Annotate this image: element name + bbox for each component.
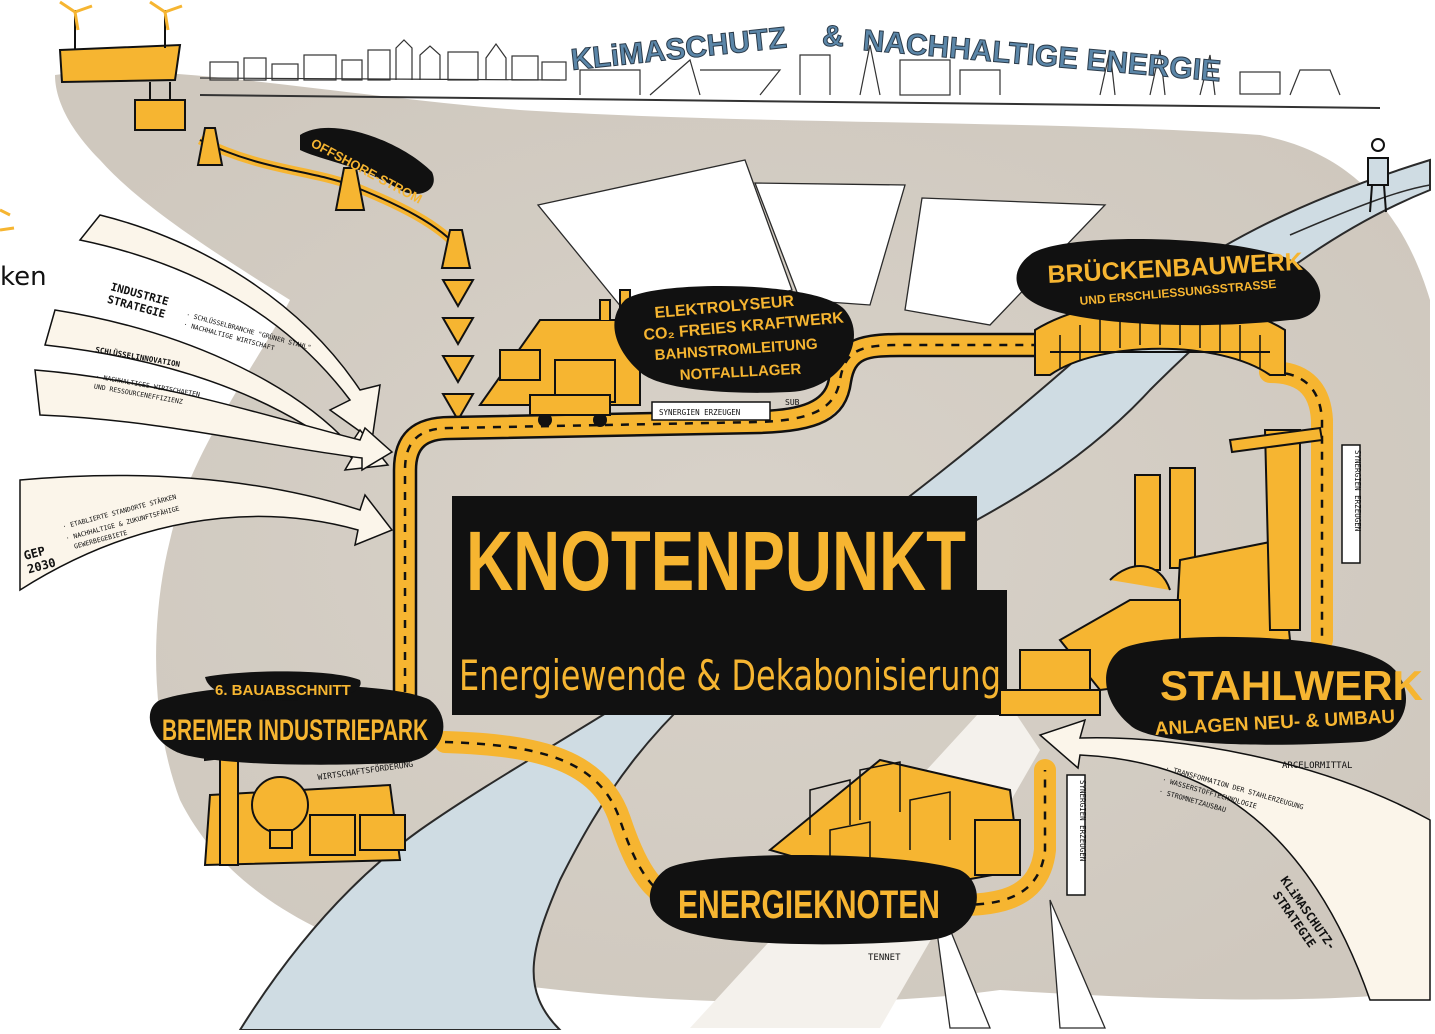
pylon-icon bbox=[440, 229, 472, 269]
power-line bbox=[196, 127, 472, 269]
header-title: KLiMASCHUTZ & NACHHALTIGE ENERGIE bbox=[569, 20, 1223, 89]
energieknoten-partner: TENNET bbox=[868, 953, 901, 963]
header-title-part1: KLiMASCHUTZ bbox=[569, 21, 788, 76]
industriepark-icon bbox=[203, 738, 406, 867]
industriepark-label: 6. BAUABSCHNITT BREMER INDUSTRIEPARK WIR… bbox=[149, 671, 444, 782]
stahlwerk-sign-text: SYNERGIEN ERZEUGEN bbox=[1353, 450, 1362, 531]
elektrolyseur-icon bbox=[478, 289, 641, 427]
stahlwerk-title: STAHLWERK bbox=[1160, 662, 1423, 709]
header-title-amp: & bbox=[822, 20, 844, 53]
elektrolyseur-sign: SYNERGIEN ERZEUGEN SUB bbox=[651, 398, 800, 421]
stahlwerk-sign: SYNERGIEN ERZEUGEN bbox=[1341, 444, 1362, 564]
stahlwerk-partner: ARCELORMITTAL bbox=[1282, 761, 1352, 771]
pylon-icon bbox=[334, 167, 366, 211]
energieknoten-sign-text: SYNERGIEN ERZEUGEN bbox=[1078, 780, 1087, 861]
skyline-port bbox=[579, 44, 1341, 96]
elektrolyseur-sign-text: SYNERGIEN ERZEUGEN bbox=[659, 408, 740, 417]
gep-title-1: GEP bbox=[22, 544, 47, 563]
left-fragment: ken bbox=[0, 208, 47, 292]
energieknoten-sign: SYNERGIEN ERZEUGEN bbox=[1066, 774, 1087, 896]
energieknoten-title: ENERGIEKNOTEN bbox=[678, 883, 940, 927]
flow-triangles bbox=[441, 279, 475, 423]
bridge-label: BRÜCKENBAUWERK UND ERSCHLIESSUNGSSTRASSE bbox=[1016, 238, 1321, 326]
elektrolyseur-line-4: NOTFALLLAGER bbox=[679, 361, 802, 384]
pylon-icon bbox=[196, 127, 224, 166]
offshore-wind-platform-icon bbox=[58, 0, 186, 131]
elektrolyseur-partner: SUB bbox=[785, 398, 800, 407]
elektrolyseur-label: ELEKTROLYSEUR CO₂ FREIES KRAFTWERK BAHNS… bbox=[614, 286, 854, 393]
industriepark-line-1: 6. BAUABSCHNITT bbox=[215, 682, 351, 699]
center-subtitle: Energiewende & Dekabonisierung bbox=[459, 651, 1001, 700]
left-fragment-text: ken bbox=[0, 262, 47, 292]
roads-outline bbox=[392, 332, 1042, 742]
energieknoten-label: ENERGIEKNOTEN TENNET bbox=[649, 855, 977, 963]
industriepark-line-2: BREMER INDUSTRIEPARK bbox=[162, 714, 428, 747]
skyline-buildings-left bbox=[209, 39, 567, 81]
person-icon bbox=[1367, 138, 1389, 213]
climate-strategy-arrow bbox=[1038, 718, 1431, 1001]
header-title-part2: NACHHALTIGE ENERGIE bbox=[861, 24, 1222, 88]
strategy-arrows-left bbox=[19, 214, 394, 592]
center-block: KNOTENPUNKT Energiewende & Dekabonisieru… bbox=[452, 496, 1007, 715]
center-title: KNOTENPUNKT bbox=[466, 514, 966, 608]
river bbox=[238, 158, 1431, 1031]
header-skyline bbox=[199, 39, 1381, 109]
steelworks-icon bbox=[999, 426, 1324, 716]
stahlwerk-label: STAHLWERK ANLAGEN NEU- & UMBAU ARCELORMI… bbox=[1106, 636, 1423, 771]
